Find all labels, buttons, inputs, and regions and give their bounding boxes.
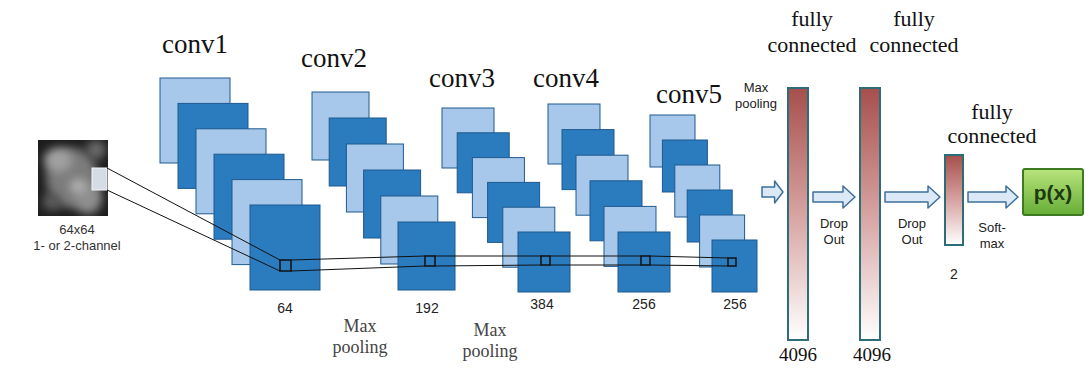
- bar-shape: [860, 88, 880, 340]
- kernel-window: [541, 256, 550, 265]
- stack-shape: [160, 78, 320, 290]
- feature-map: [618, 232, 670, 292]
- dense-layer-bar: [860, 88, 880, 340]
- layer-name: conv2: [284, 42, 384, 74]
- input-patch: [92, 168, 107, 190]
- stack-shape: [312, 92, 455, 290]
- image-shape: [38, 140, 108, 216]
- output-box-shape: [1023, 169, 1083, 215]
- unit-count: 2: [944, 266, 964, 283]
- picture-texture: [42, 140, 106, 214]
- input-size: 64x64: [22, 222, 132, 238]
- kernel-window: [641, 256, 650, 265]
- block-arrow: [762, 181, 783, 203]
- bar-shape: [788, 88, 808, 340]
- filter-count: 192: [405, 300, 449, 317]
- stack-shape: [650, 115, 757, 292]
- kernel-window: [728, 258, 736, 266]
- receptive-field-lines: [650, 256, 728, 266]
- unit-count: 4096: [847, 343, 897, 366]
- receptive-field-lines: [435, 256, 541, 266]
- conv-layer-stack: conv4 256: [526, 60, 676, 318]
- conv-layer-stack: conv3 384: [420, 60, 575, 318]
- fully-connected-bar: fully connected 4096: [762, 4, 862, 368]
- fully-connected-bar: fully connected 2: [940, 98, 1044, 288]
- filter-count: 384: [520, 296, 564, 313]
- dense-layer-bar: [788, 88, 808, 340]
- conv-layer-stack: conv5 256: [648, 76, 762, 316]
- pooling-label: Max pooling: [320, 316, 400, 358]
- filter-count: 64: [265, 300, 305, 317]
- operation-label: Soft-max: [970, 220, 1014, 252]
- block-arrow: [968, 186, 1018, 208]
- receptive-field-lines: [107, 168, 280, 271]
- unit-count: 4096: [770, 343, 826, 366]
- output-box: p(x): [1020, 166, 1086, 218]
- kernel-window: [425, 256, 435, 266]
- kernel-window: [280, 260, 291, 271]
- receptive-field-lines: [550, 256, 641, 265]
- layer-name: conv5: [651, 78, 727, 110]
- block-arrow: [885, 186, 940, 208]
- pooling-label: Max pooling: [450, 320, 530, 362]
- layer-name: conv1: [145, 28, 245, 60]
- operation-label: Max pooling: [729, 80, 783, 112]
- receptive-field-lines: [291, 256, 425, 271]
- layer-name: conv3: [420, 62, 504, 94]
- feature-map: [250, 205, 320, 290]
- layer-name: fully connected: [942, 100, 1042, 148]
- input-picture: [38, 140, 108, 216]
- filter-count: 256: [713, 296, 757, 313]
- block-arrow: [813, 186, 855, 208]
- layer-name: conv4: [524, 62, 608, 94]
- filter-count: 256: [622, 296, 666, 313]
- box-shape: [1023, 169, 1083, 215]
- operation-label: Drop Out: [890, 216, 934, 248]
- feature-map: [518, 232, 570, 292]
- bar-shape: [945, 155, 963, 245]
- output-probability: p(x): [1034, 180, 1073, 205]
- input-image: 64x641- or 2-channel: [18, 136, 138, 262]
- dense-layer-bar: [945, 155, 963, 245]
- fully-connected-bar: fully connected 4096: [846, 4, 966, 368]
- layer-name: fully connected: [864, 6, 964, 58]
- input-channels: 1- or 2-channel: [19, 238, 135, 254]
- operation-label: Drop Out: [812, 216, 856, 248]
- layer-name: fully connected: [762, 6, 862, 58]
